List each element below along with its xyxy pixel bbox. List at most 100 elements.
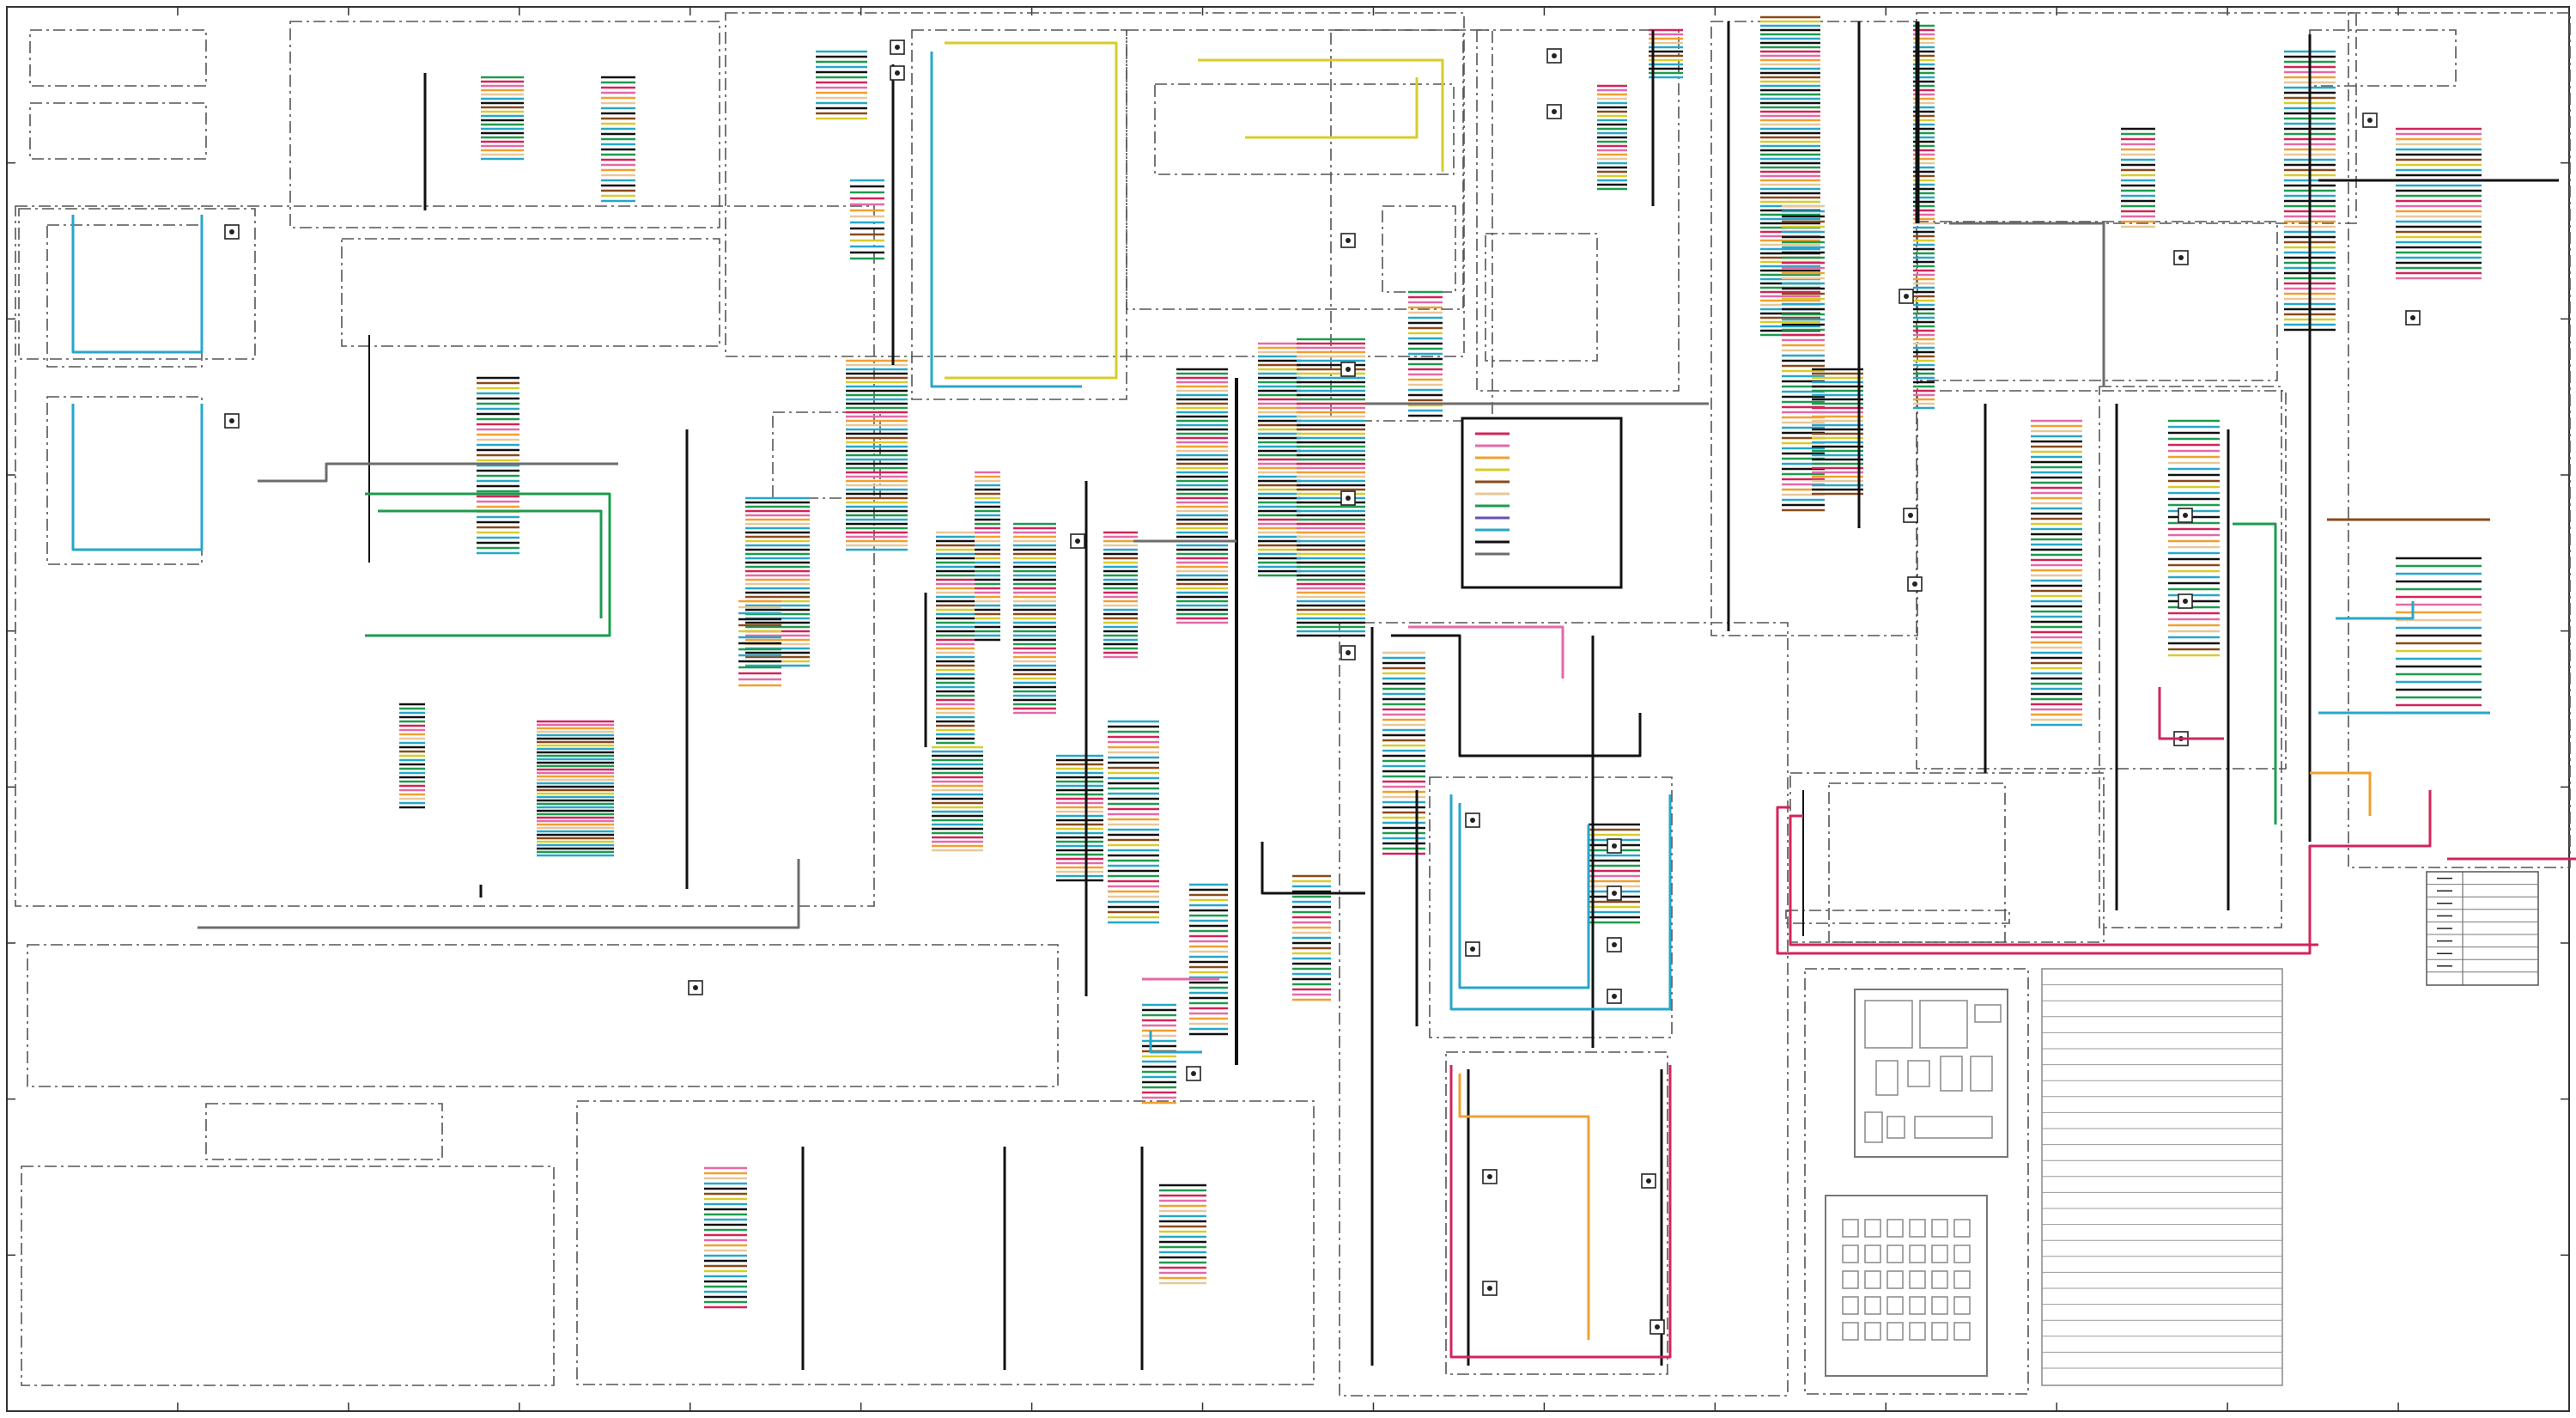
connector-pin — [693, 985, 698, 990]
dashed-module-box — [341, 238, 720, 347]
fuse-slot — [1864, 1322, 1881, 1341]
connector-pin — [2367, 118, 2372, 123]
fuse-slot — [1907, 1060, 1930, 1087]
fuse-lower-slots — [1842, 1219, 1971, 1341]
notes-table-frame — [2041, 968, 2283, 1386]
connector-pin — [1552, 109, 1557, 114]
connector-pin — [1346, 650, 1351, 655]
connector-pin — [1191, 1071, 1196, 1076]
connector-pin — [1470, 818, 1475, 823]
fuse-box-upper — [1854, 989, 2008, 1158]
legend-box — [1461, 417, 1623, 589]
connector-pin — [2178, 255, 2184, 260]
fuse-slot — [1864, 1270, 1881, 1289]
fuse-slot — [1953, 1219, 1971, 1238]
wire-trace — [1458, 1074, 1590, 1340]
dashed-module-box — [1154, 83, 1455, 175]
fuse-slot — [1970, 1056, 1993, 1092]
wire-trace — [71, 215, 204, 354]
dashed-module-box — [29, 29, 207, 87]
fuse-upper-slots — [1864, 1000, 2002, 1143]
connector-pin — [1912, 581, 1917, 587]
dashed-module-box — [1916, 12, 2357, 224]
dashed-module-box — [18, 208, 256, 360]
wire-trace — [1391, 634, 1642, 758]
connector-pin — [1346, 496, 1351, 501]
connector-pin — [1075, 539, 1080, 544]
connector-pin — [1908, 513, 1913, 518]
dashed-module-box — [1485, 233, 1598, 362]
fuse-slot — [1974, 1004, 2002, 1023]
fuse-slot — [1842, 1322, 1859, 1341]
fuse-slot — [1842, 1245, 1859, 1263]
fuse-slot — [1864, 1219, 1881, 1238]
connector-pin — [1552, 53, 1557, 58]
connector-pin — [895, 70, 900, 76]
wire-trace — [1449, 794, 1672, 1011]
fuse-slot — [1909, 1322, 1926, 1341]
fuse-slot — [1909, 1270, 1926, 1289]
fuse-slot — [1864, 1000, 1913, 1049]
connector-pin — [895, 45, 900, 50]
connector-pin — [1646, 1178, 1651, 1184]
wire-trace — [1408, 625, 1564, 679]
fuse-slot — [1931, 1322, 1948, 1341]
notes-table — [2041, 968, 2283, 1386]
connector-pin — [1612, 994, 1617, 999]
dashed-module-box — [2099, 386, 2282, 928]
connector-pin — [2183, 599, 2188, 604]
notes-table-rows — [2042, 984, 2282, 1369]
wire-trace — [2310, 771, 2372, 816]
connector-pin — [1346, 367, 1351, 372]
dashed-module-box — [29, 102, 207, 160]
wire-trace — [2233, 522, 2277, 825]
dashed-module-box — [1330, 29, 1493, 422]
fuse-slot — [1886, 1270, 1904, 1289]
dashed-module-box — [46, 396, 203, 565]
connector-pin — [1487, 1286, 1492, 1291]
dashed-module-box — [27, 944, 1059, 1087]
connector-pin — [2410, 315, 2415, 320]
connector-pin — [1904, 294, 1909, 299]
dashed-module-box — [46, 224, 203, 368]
dashed-module-box — [1445, 1051, 1668, 1375]
connector-pin — [1487, 1174, 1492, 1179]
dashed-module-box — [1916, 390, 2287, 770]
wire-traces — [71, 41, 2576, 1359]
fuse-box-upper-outline — [1854, 989, 2008, 1158]
fuse-slot — [1931, 1296, 1948, 1315]
wire-trace — [945, 41, 1118, 380]
dashed-module-box — [725, 12, 1465, 357]
connector-pin — [1655, 1324, 1660, 1330]
dashed-module-box — [21, 1165, 555, 1386]
dashed-module-box — [1785, 910, 2010, 924]
legend-swatches — [1475, 432, 1510, 556]
dashed-module-box — [205, 1103, 443, 1160]
fuse-slot — [1864, 1296, 1881, 1315]
wire-color-legend — [1461, 417, 1623, 589]
fuse-slot — [1886, 1296, 1904, 1315]
wire-trace — [1789, 814, 2318, 946]
fuse-slot — [1864, 1245, 1881, 1263]
frame-ticks — [7, 7, 2569, 1411]
wire-trace — [1458, 803, 1590, 989]
fuse-box-lower-outline — [1825, 1195, 1988, 1377]
fuse-slot — [1909, 1296, 1926, 1315]
wire-trace — [1449, 1065, 1672, 1359]
fuse-slot — [1909, 1245, 1926, 1263]
fuse-slot — [1953, 1296, 1971, 1315]
dashed-module-box — [1429, 776, 1673, 1038]
fuse-slot — [1909, 1219, 1926, 1238]
connector-pin — [2183, 513, 2188, 518]
fuse-slot — [1931, 1270, 1948, 1289]
wire-trace — [378, 509, 603, 618]
fuse-slot — [1953, 1245, 1971, 1263]
fuse-slot — [1914, 1116, 1993, 1139]
wire-trace — [1776, 790, 2432, 955]
wire-trace — [1149, 1031, 1202, 1054]
fuse-slot — [1875, 1060, 1899, 1096]
fuse-slot — [1842, 1296, 1859, 1315]
symbol-key-rows — [2427, 872, 2538, 985]
fuse-slot — [1886, 1322, 1904, 1341]
